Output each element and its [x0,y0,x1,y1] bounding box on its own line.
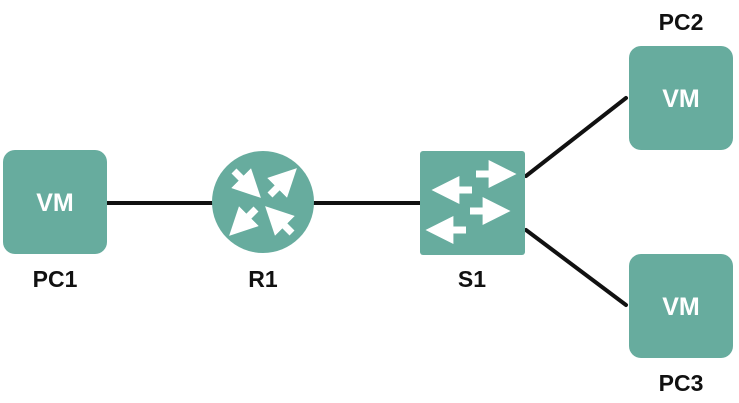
vm-badge-text: VM [662,85,700,113]
link-s1-pc2 [524,96,628,178]
vm-icon [629,254,733,358]
switch-arrows [425,160,517,244]
node-pc1[interactable]: VM PC1 [3,150,107,292]
router-arrows [229,168,297,236]
vm-badge-text: VM [36,189,74,217]
switch-icon [420,151,525,255]
vm-icon [629,46,733,150]
node-pc3[interactable]: VM PC3 [629,254,733,396]
node-label-s1: S1 [458,266,486,292]
node-label-pc3: PC3 [659,370,704,396]
links [105,96,628,307]
node-pc2[interactable]: PC2 VM [629,9,733,150]
node-label-pc2: PC2 [659,9,704,35]
router-icon [212,151,314,253]
node-r1[interactable]: R1 [212,151,314,292]
link-s1-pc3 [524,228,628,307]
node-s1[interactable]: S1 [420,151,525,292]
vm-icon [3,150,107,254]
node-label-pc1: PC1 [33,266,78,292]
node-label-r1: R1 [248,266,278,292]
vm-badge-text: VM [662,293,700,321]
